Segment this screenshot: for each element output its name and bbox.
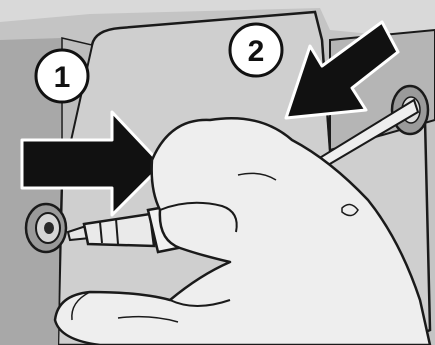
callout-1-label: 1 xyxy=(54,61,71,94)
callout-2-label: 2 xyxy=(248,35,265,68)
callout-1: 1 xyxy=(36,50,88,102)
callout-2: 2 xyxy=(230,24,282,76)
jack-socket-icon xyxy=(26,204,66,252)
